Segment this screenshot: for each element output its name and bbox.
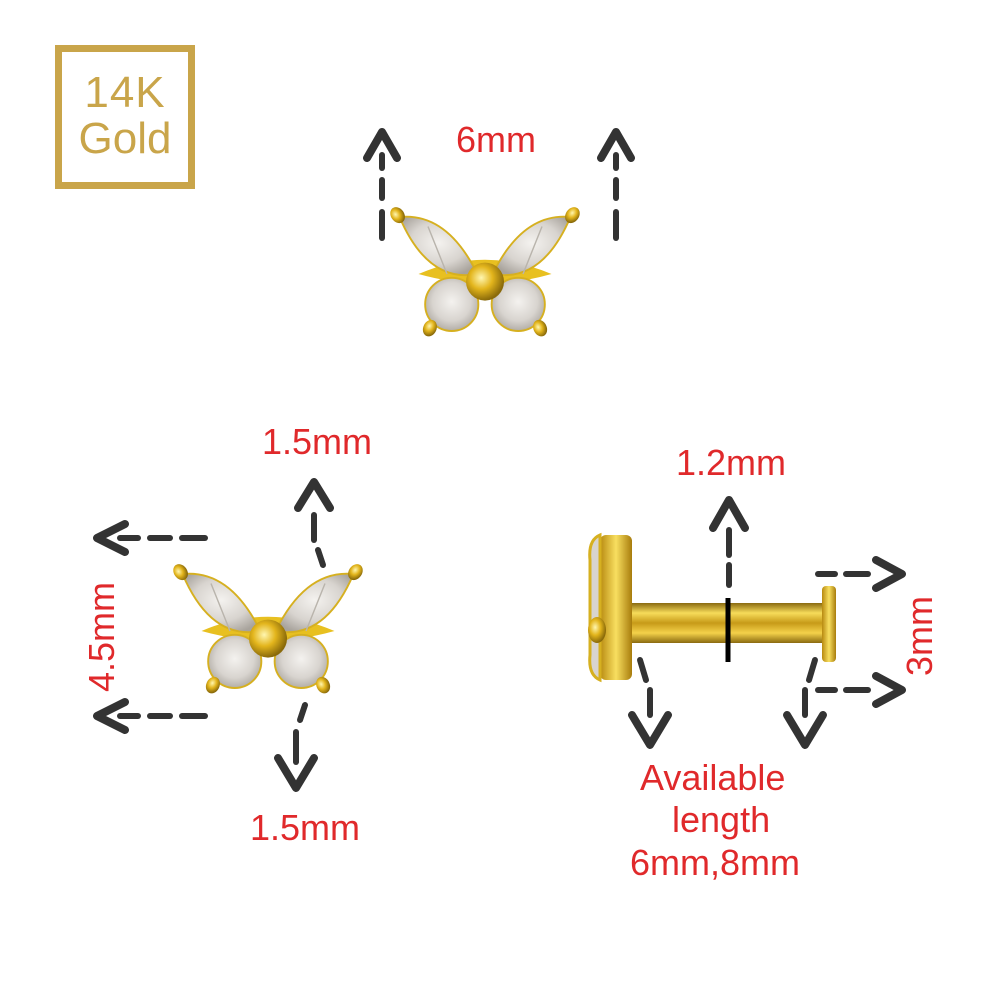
butterfly-top-view: [386, 203, 584, 340]
length-arrow-left: [628, 657, 672, 749]
length-arrow-right: [783, 657, 827, 749]
width-label: 6mm: [456, 119, 536, 160]
gold-karat-badge: 14K Gold: [55, 45, 195, 189]
top-offset-label: 1.5mm: [262, 421, 373, 462]
gauge-arrow: [709, 496, 749, 588]
length-label-line1: Available: [640, 757, 786, 798]
disc-arrow-bottom: [815, 672, 906, 708]
labret-side-view: [588, 532, 836, 683]
width-arrow-right: [597, 128, 635, 241]
badge-karat: 14K: [84, 68, 166, 117]
length-label-line3: 6mm,8mm: [630, 842, 800, 883]
butterfly-front-view: [169, 560, 367, 697]
gauge-label: 1.2mm: [676, 442, 787, 483]
top-offset-arrow: [294, 478, 334, 568]
height-arrow-top: [93, 520, 208, 556]
bottom-offset-label: 1.5mm: [250, 807, 361, 848]
width-arrow-left: [363, 128, 401, 241]
length-label-line2: length: [672, 799, 771, 840]
badge-metal: Gold: [78, 114, 172, 163]
height-arrow-bottom: [93, 698, 208, 734]
bottom-offset-arrow: [274, 702, 318, 792]
disc-arrow-top: [815, 556, 906, 592]
